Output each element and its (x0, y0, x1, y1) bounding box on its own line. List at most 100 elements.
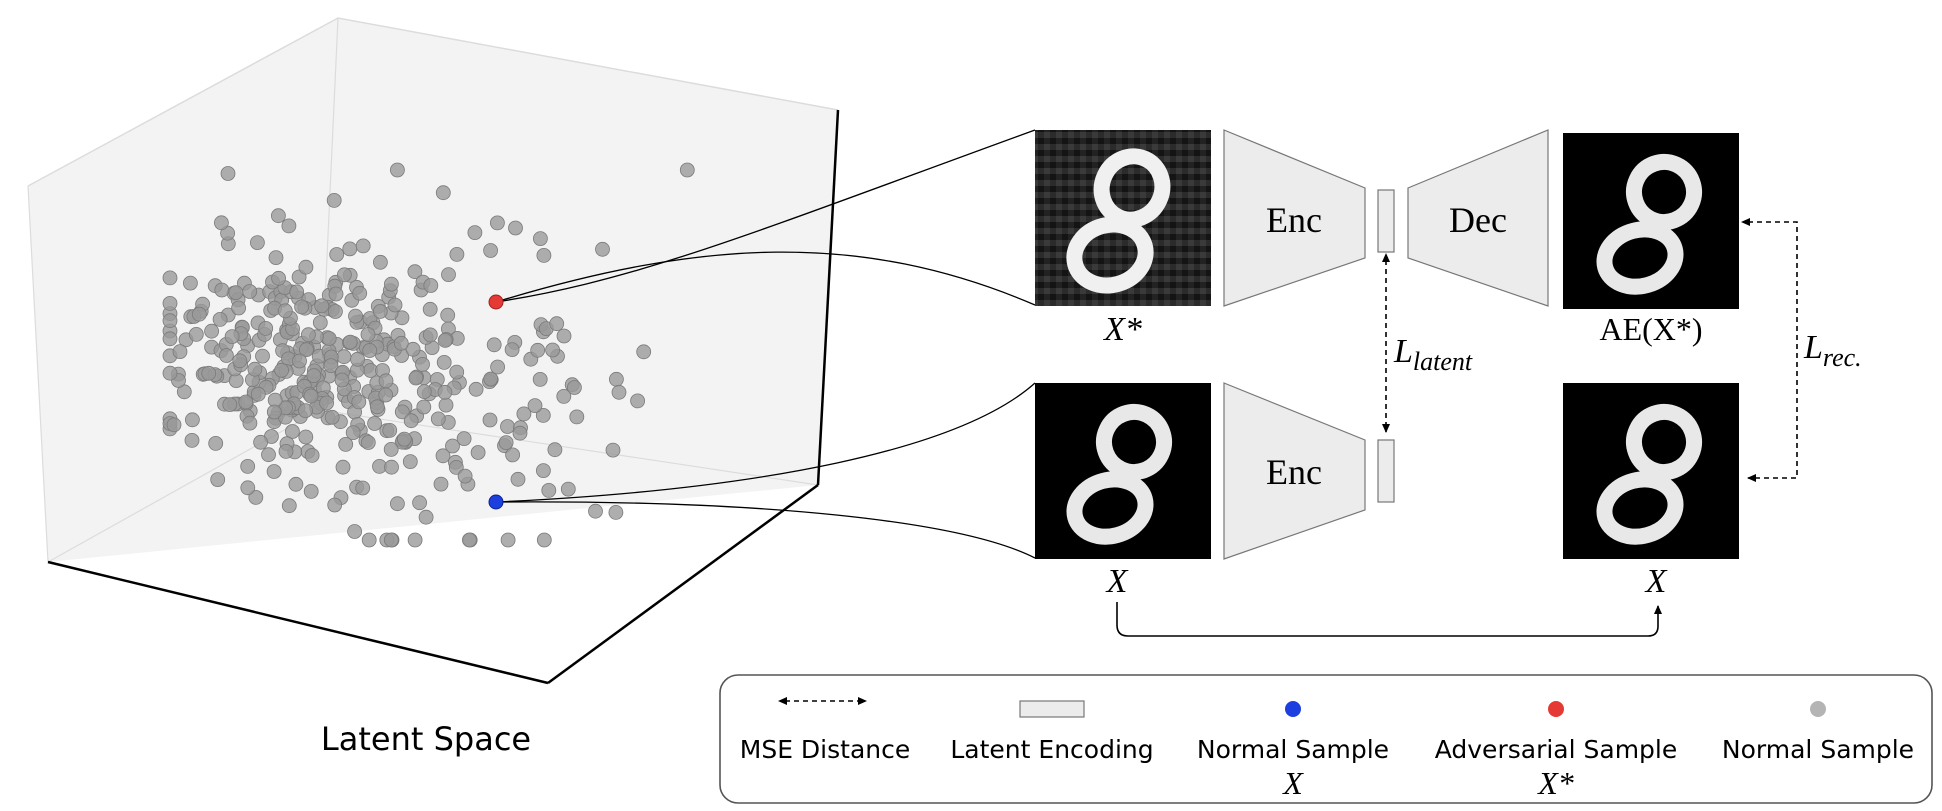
latent-point (355, 238, 371, 254)
decoder-label: Dec (1449, 200, 1507, 240)
latent-point (304, 447, 320, 463)
latent-point (378, 373, 394, 389)
latent-point (249, 235, 265, 251)
latent-point (611, 384, 627, 400)
latent-point (436, 354, 452, 370)
latent-point (470, 445, 486, 460)
latent-point (412, 495, 428, 511)
adversarial-input-image (1035, 130, 1211, 306)
latent-point (369, 399, 385, 415)
legend-latent-symbol (1019, 700, 1085, 718)
latent-point (232, 353, 248, 369)
latent-point (250, 386, 266, 402)
latent-point (298, 342, 314, 358)
latent-point (342, 334, 358, 350)
latent-point (588, 503, 603, 519)
latent-point (541, 482, 557, 498)
latent-point (278, 443, 294, 459)
latent-point (437, 332, 453, 348)
latent-point (383, 276, 399, 292)
latent-point (334, 372, 350, 388)
latent-point (435, 448, 451, 464)
latent-encoding-top (1377, 189, 1395, 253)
latent-point (556, 388, 572, 404)
encoder-top-label: Enc (1266, 200, 1322, 240)
latent-point (242, 284, 258, 299)
latent-point (319, 395, 335, 411)
latent-point (387, 297, 403, 313)
latent-point (486, 337, 502, 353)
latent-point (360, 327, 376, 342)
latent-point (303, 483, 319, 499)
latent-point (184, 412, 200, 428)
latent-point (298, 403, 313, 419)
latent-point (162, 295, 178, 311)
latent-point (445, 438, 460, 454)
latent-point (266, 404, 282, 420)
legend-label-adversarial: Adversarial Sample (1435, 735, 1678, 764)
latent-point (327, 304, 343, 319)
latent-point (266, 464, 282, 479)
latent-point (214, 282, 230, 298)
latent-point (321, 331, 337, 346)
latent-point (300, 327, 316, 343)
latent-point (336, 349, 352, 365)
latent-point (162, 313, 178, 329)
adversarial-input-label: X* (1102, 311, 1142, 348)
latent-point (213, 215, 229, 231)
legend-adversarial-symbol (1548, 701, 1564, 717)
latent-point (483, 371, 499, 387)
legend-label-normal-sample: Normal Sample (1197, 735, 1389, 764)
latent-point (327, 497, 343, 513)
legend-normal-sample-symbol (1285, 701, 1301, 717)
normal-input-label: X (1105, 563, 1129, 600)
latent-point (329, 247, 345, 262)
latent-point (231, 300, 247, 316)
latent-point (224, 329, 240, 345)
latent-point (367, 416, 383, 431)
latent-point (184, 432, 200, 448)
latent-point (191, 306, 207, 322)
latent-point (408, 370, 424, 386)
latent-point (389, 162, 405, 178)
latent-point (247, 361, 263, 377)
latent-point (433, 476, 449, 492)
latent-point (448, 459, 464, 475)
reconstruction-image (1563, 133, 1739, 309)
latent-point (277, 303, 293, 319)
latent-point (437, 384, 453, 400)
reconstruction-loss-label: Lrec. (1803, 329, 1862, 372)
latent-point (407, 532, 423, 548)
latent-point (405, 341, 421, 357)
legend-normal-point-symbol (1810, 701, 1826, 717)
latent-point (348, 308, 363, 324)
latent-point (342, 241, 358, 257)
latent-point (467, 225, 483, 241)
decoder (1407, 129, 1549, 307)
latent-point (281, 498, 297, 514)
latent-point (504, 342, 520, 358)
latent-point (547, 442, 563, 458)
latent-point (303, 388, 319, 404)
latent-point (352, 285, 368, 301)
latent-space-label: Latent Space (321, 720, 531, 758)
latent-point (382, 422, 398, 438)
latent-point (449, 246, 465, 262)
latent-point (567, 380, 582, 395)
latent-point (188, 326, 204, 342)
latent-point (556, 328, 572, 344)
latent-point (430, 411, 446, 427)
latent-point (560, 481, 576, 497)
latent-point (274, 362, 290, 378)
latent-point (595, 241, 610, 257)
latent-point (423, 278, 439, 293)
latent-point (482, 412, 498, 428)
latent-point (271, 270, 287, 286)
latent-point (384, 459, 399, 475)
latent-point (268, 250, 284, 266)
latent-point (294, 299, 310, 315)
latent-point (402, 454, 418, 470)
encoder-bottom-label: Enc (1266, 452, 1322, 492)
latent-point (498, 435, 514, 451)
latent-point (533, 231, 548, 247)
